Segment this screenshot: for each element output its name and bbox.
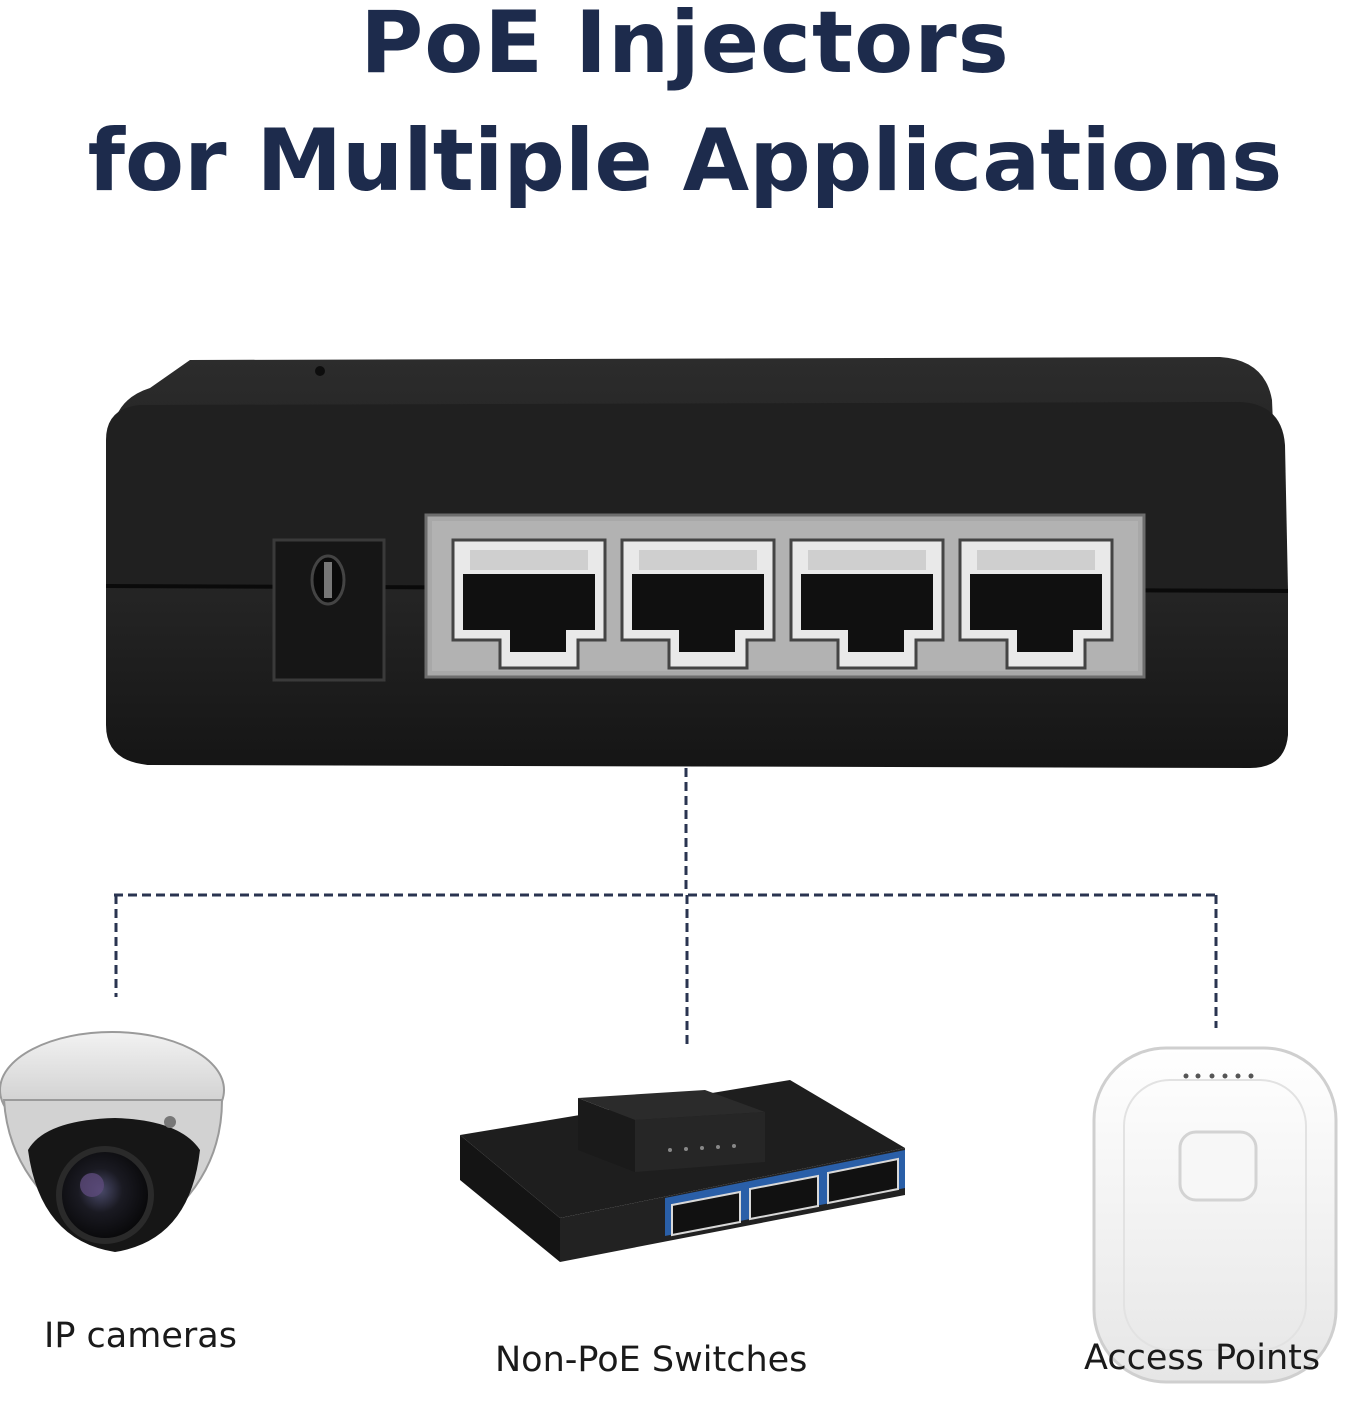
dome-camera-icon — [0, 1031, 225, 1252]
ethernet-port-icon — [958, 538, 1114, 670]
network-switch-icon — [460, 1080, 905, 1262]
wireless-access-point-icon — [1092, 1046, 1338, 1384]
heading-line-2: for Multiple Applications — [87, 111, 1283, 211]
connector-lines — [114, 768, 1218, 1045]
application-label-ip-cameras: IP cameras — [44, 1316, 237, 1356]
ethernet-port-icon — [789, 538, 945, 670]
application-label-non-poe-switches: Non-PoE Switches — [495, 1340, 808, 1380]
poe-injector-icon — [105, 357, 1289, 768]
ethernet-port-icon — [451, 538, 607, 670]
ethernet-port-icon — [620, 538, 776, 670]
heading-line-1: PoE Injectors — [360, 0, 1010, 93]
application-label-access-points: Access Points — [1084, 1338, 1321, 1378]
dc-power-jack-icon — [272, 538, 386, 682]
